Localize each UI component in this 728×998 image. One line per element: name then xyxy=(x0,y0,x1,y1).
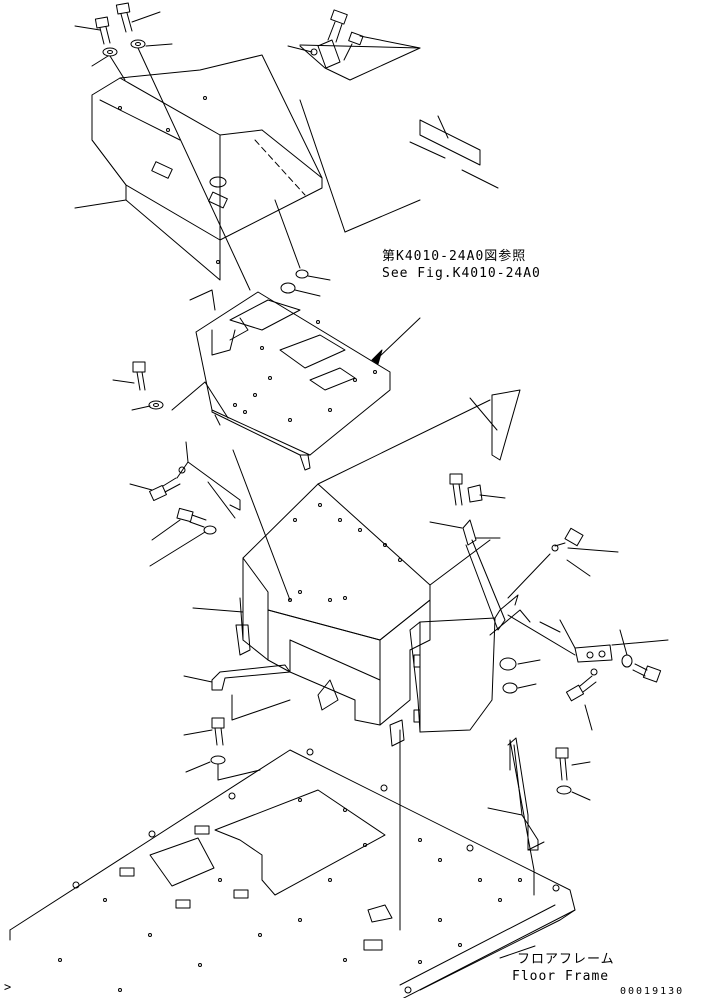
floor-frame-label-japanese: フロアフレーム xyxy=(517,952,615,967)
floor-frame-label-english: Floor Frame xyxy=(512,969,610,984)
top-left-bolts xyxy=(74,2,251,291)
reference-note-english: See Fig.K4010-24A0 xyxy=(382,266,541,281)
drawing-number: 00019130 xyxy=(620,986,685,997)
continuation-mark: > xyxy=(4,980,13,994)
top-cover xyxy=(91,54,323,281)
right-brackets xyxy=(429,389,619,694)
console-plate xyxy=(171,289,421,471)
far-right-bolts xyxy=(507,614,669,731)
side-panel xyxy=(409,594,519,733)
cover-nuts xyxy=(274,199,331,297)
bottom-left-parts xyxy=(183,664,401,931)
console-box xyxy=(192,399,491,747)
reference-note-japanese: 第K4010-24A0図参照 xyxy=(382,249,527,264)
top-right-fasteners xyxy=(287,9,499,233)
bottom-right-stay xyxy=(487,737,591,896)
floor-frame xyxy=(9,748,576,998)
left-mid-bolts xyxy=(112,361,241,567)
